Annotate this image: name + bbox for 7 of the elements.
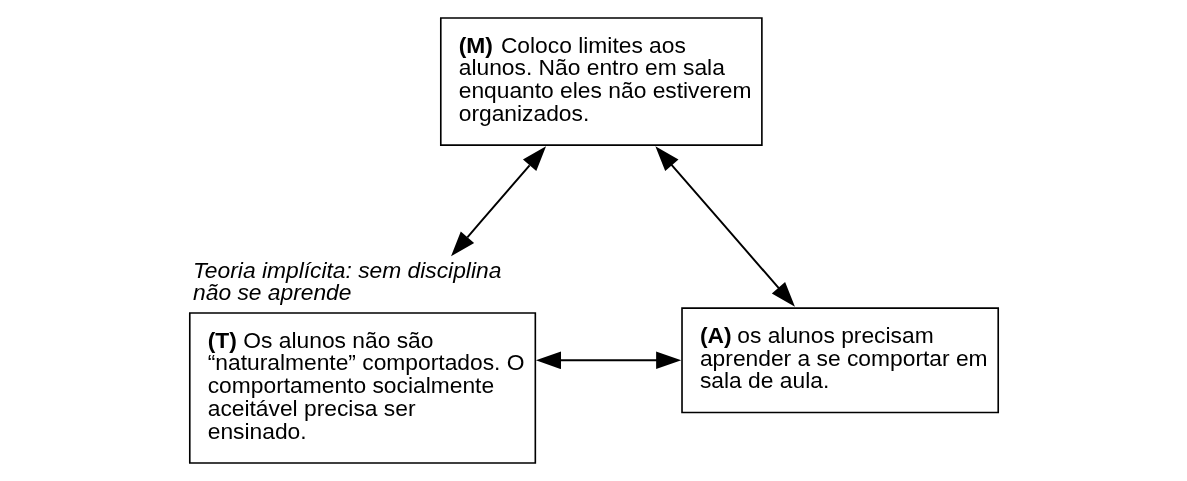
- node-box: (A) os alunos precisam aprender a se comportar em sala de aula.: [680, 307, 999, 414]
- arrow: [535, 351, 681, 370]
- node-box: (M) Coloco limites aos alunos. Não entro em sala enquanto eles não estiverem organizados.: [439, 17, 763, 146]
- arrow: [450, 146, 546, 257]
- node-box: (T) Os alunos não são “naturalmente” comportados. O comportamento socialmente aceitável precisa ser ensinado.: [188, 312, 536, 464]
- arrow: [654, 146, 795, 307]
- node-label: Teoria implícita: sem disciplina não se aprende: [192, 256, 501, 306]
